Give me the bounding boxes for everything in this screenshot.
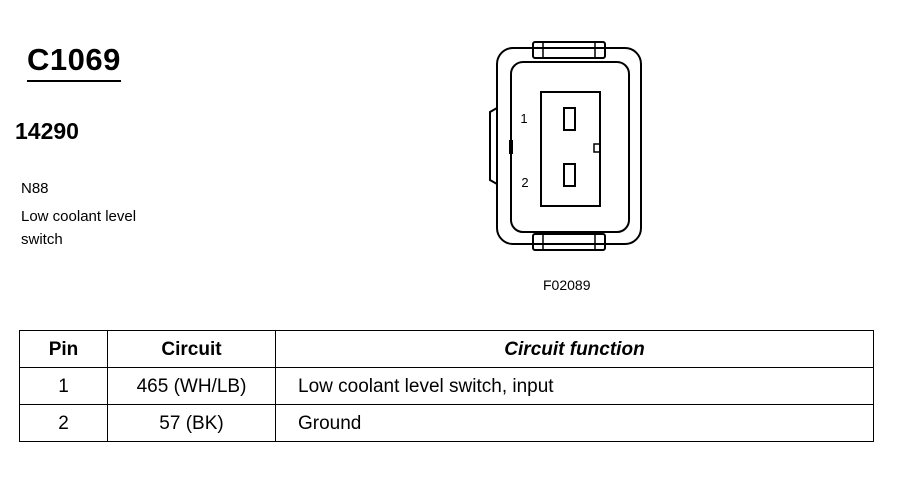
- row-pin: 1: [19, 367, 108, 405]
- row-circuit: 57 (BK): [107, 404, 276, 442]
- pin-1-label: 1: [520, 111, 527, 126]
- pin-2-label: 2: [521, 175, 528, 190]
- pin-table: Pin Circuit Circuit function 1 465 (WH/L…: [19, 330, 874, 442]
- part-number: 14290: [15, 118, 79, 144]
- bottom-latch-tab: [532, 233, 606, 251]
- header-circuit-function: Circuit function: [275, 330, 874, 368]
- figure-id: F02089: [543, 277, 591, 293]
- component-code: N88: [21, 180, 49, 197]
- row-function: Ground: [275, 404, 874, 442]
- row-function: Low coolant level switch, input: [275, 367, 874, 405]
- connector-id: C1069: [27, 44, 121, 82]
- side-lock: [489, 107, 498, 185]
- pin-1-terminal: [563, 107, 576, 131]
- top-latch-tab: [532, 41, 606, 59]
- table-header-row: Pin Circuit Circuit function: [19, 330, 874, 368]
- connector-housing-outer: [496, 47, 642, 245]
- key-notch: [593, 143, 601, 153]
- table-row: 1 465 (WH/LB) Low coolant level switch, …: [19, 367, 874, 405]
- table-row: 2 57 (BK) Ground: [19, 404, 874, 442]
- pin-cavity-block: [540, 91, 601, 207]
- pin-2-terminal: [563, 163, 576, 187]
- row-circuit: 465 (WH/LB): [107, 367, 276, 405]
- header-circuit: Circuit: [107, 330, 276, 368]
- connector-face-diagram: 1 2: [489, 41, 642, 251]
- row-pin: 2: [19, 404, 108, 442]
- header-pin: Pin: [19, 330, 108, 368]
- component-description: Low coolant level switch: [21, 208, 137, 248]
